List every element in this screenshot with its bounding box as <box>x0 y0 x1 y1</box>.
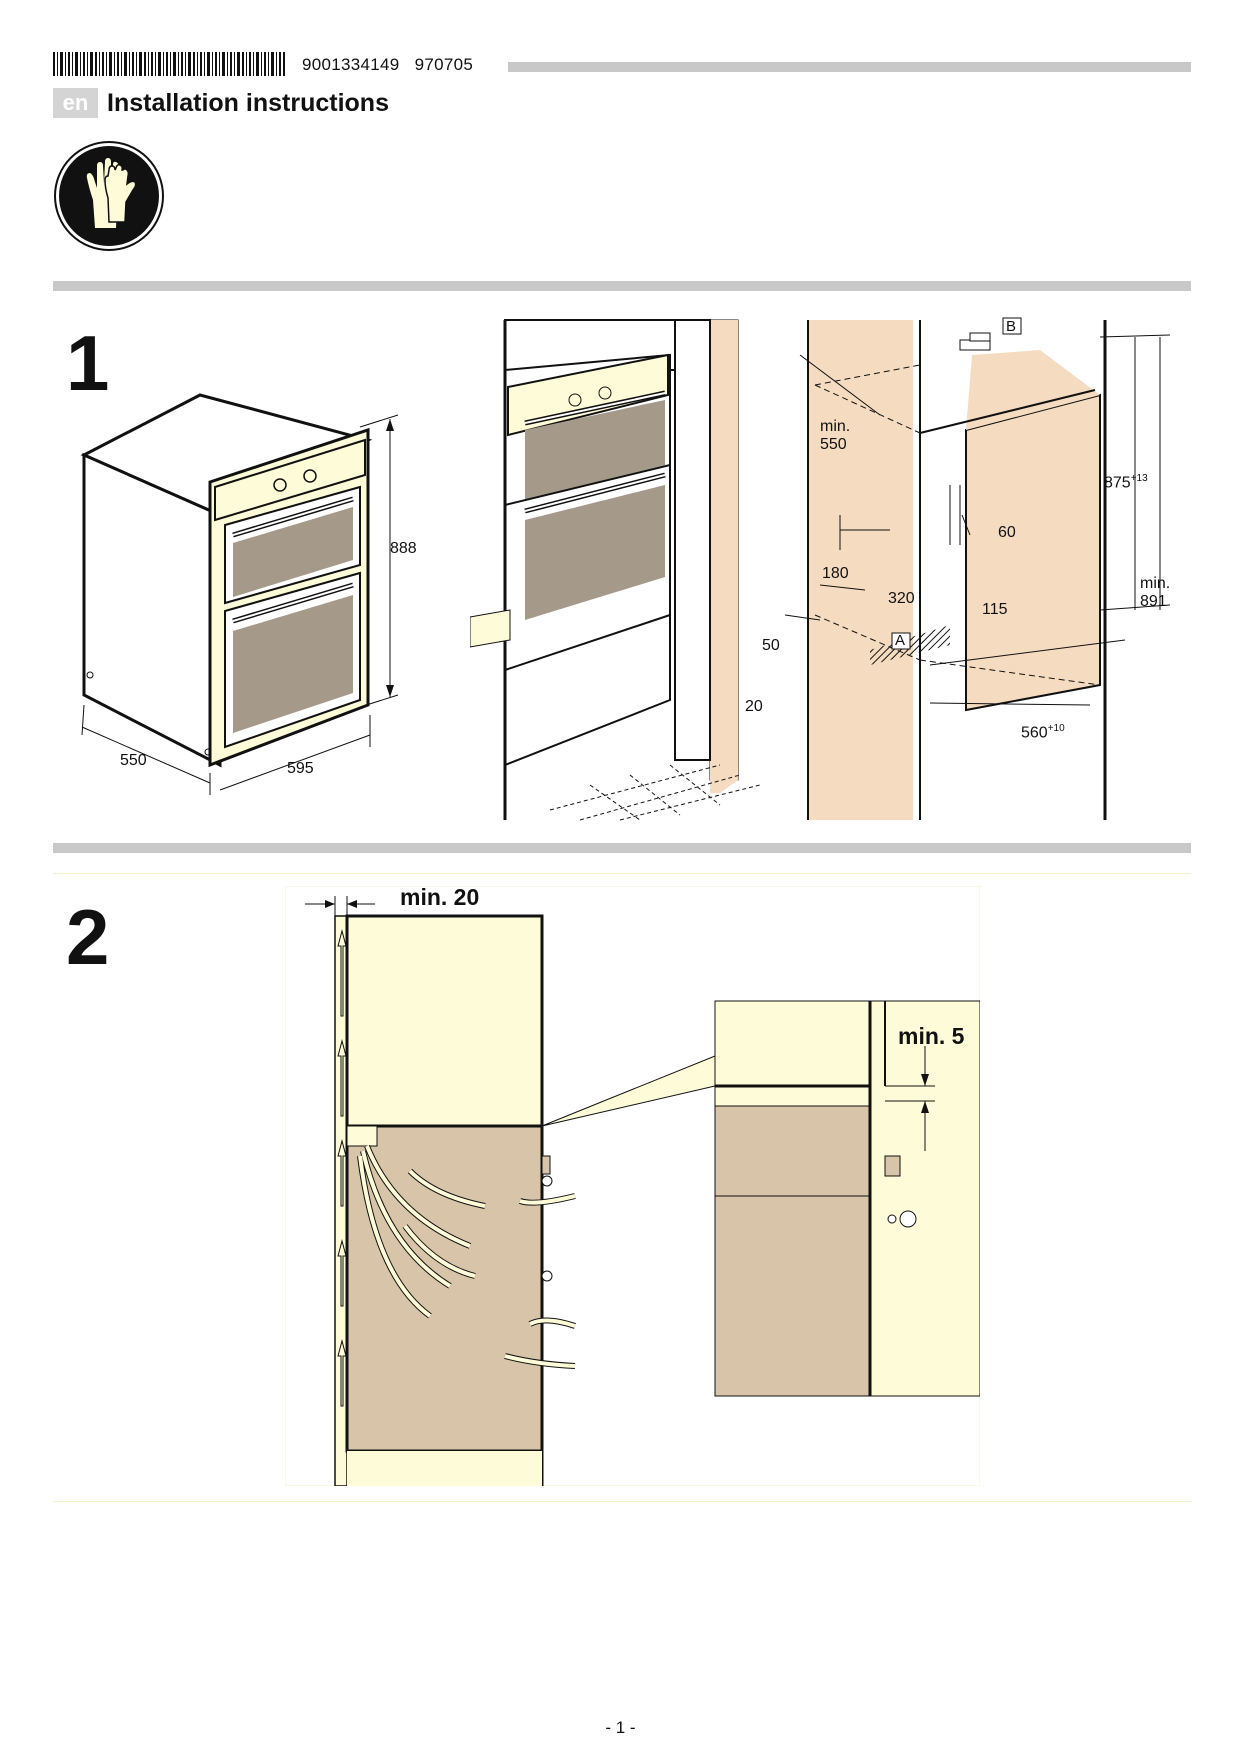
dim-niche-height: 875+13 <box>1104 473 1148 492</box>
label-a: A <box>895 632 906 649</box>
section-rule <box>53 281 1191 291</box>
niche-dimensions-figure <box>784 317 1171 820</box>
dim-niche-depth: min. 550 <box>820 418 851 453</box>
dim-20: 20 <box>745 698 763 715</box>
section-rule <box>53 843 1191 853</box>
dim-min-20: min. 20 <box>400 884 480 910</box>
header-rule <box>508 62 1191 72</box>
oven-dimensions-figure <box>80 393 399 795</box>
step-number-1: 1 <box>66 319 110 407</box>
dim-niche-width: 560+10 <box>1021 723 1065 742</box>
page-number: - 1 - <box>605 1718 636 1737</box>
thin-rule <box>53 1501 1191 1502</box>
dim-50: 50 <box>762 637 780 654</box>
oven-in-cabinet-figure <box>470 319 761 821</box>
ventilation-figure <box>285 886 980 1486</box>
protective-gloves-icon <box>54 141 164 251</box>
dim-320: 320 <box>888 590 915 607</box>
document-title: Installation instructions <box>107 89 389 117</box>
dim-niche-total-height: min. 891 <box>1140 575 1171 610</box>
dim-min-5: min. 5 <box>898 1023 965 1049</box>
step-number-2: 2 <box>66 893 110 981</box>
dim-115: 115 <box>982 601 1008 618</box>
part-number: 9001334149 970705 <box>302 55 474 74</box>
dim-width-595: 595 <box>287 760 314 777</box>
language-badge: en <box>53 88 98 118</box>
label-b: B <box>1006 318 1017 335</box>
thin-rule <box>53 873 1191 874</box>
dim-180: 180 <box>822 565 849 582</box>
barcode <box>53 52 285 76</box>
dim-depth-550: 550 <box>120 752 147 769</box>
dim-height-888: 888 <box>390 540 417 557</box>
dim-60: 60 <box>998 524 1016 541</box>
